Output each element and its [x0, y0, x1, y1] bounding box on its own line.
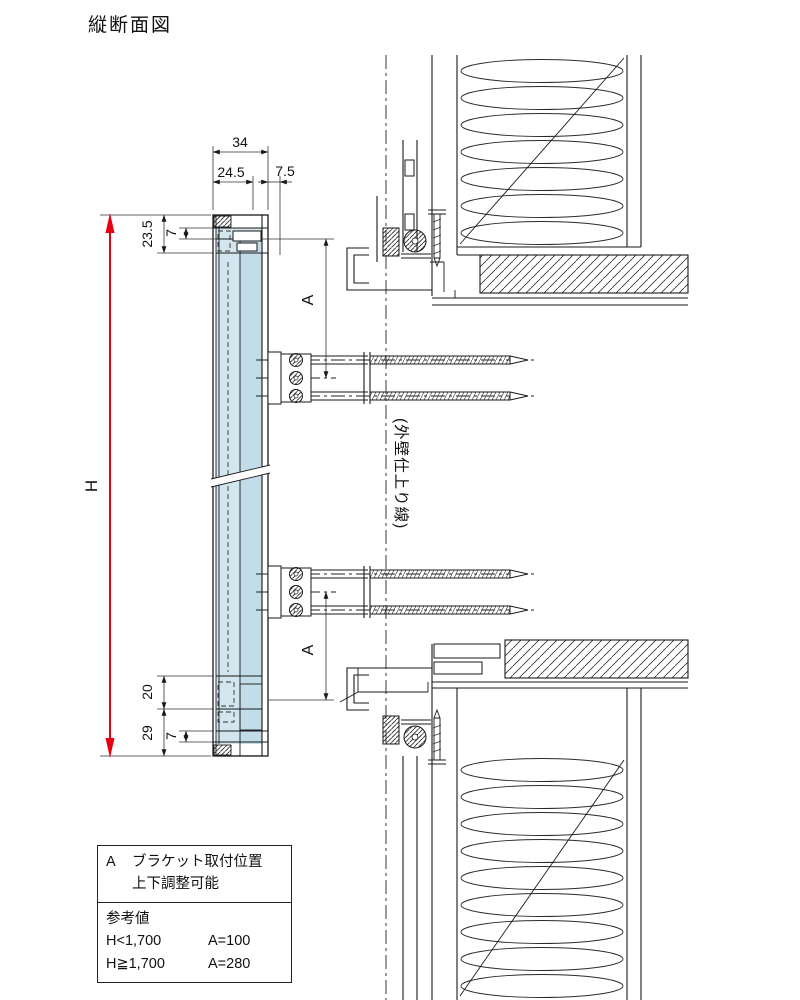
legend-line-2: 上下調整可能 [132, 876, 219, 893]
height-arrow-head-bottom [105, 738, 115, 758]
vertical-screw-top [428, 209, 446, 268]
legend-line-1: A ブラケット取付位置 [106, 851, 283, 873]
brace-top [459, 57, 625, 245]
packing-block-bottom [382, 715, 400, 745]
wall-structure-top [376, 55, 689, 306]
dimensions: 34 24.5 7.5 23.5 7 20 29 7 A A [100, 134, 334, 757]
dim-bracket-top: A [300, 294, 317, 305]
vertical-screw-bottom [428, 708, 446, 765]
dim-bottom-c: 7 [163, 732, 179, 740]
legend-table: A ブラケット取付位置 上下調整可能 参考値 H<1,700 A=100 H≧1,… [97, 845, 292, 984]
panel-fill-dark [240, 232, 262, 756]
reference-row: H<1,700 A=100 [106, 930, 283, 952]
legend-section-bracket: A ブラケット取付位置 上下調整可能 [98, 846, 291, 902]
channel-bracket-bottom [346, 667, 369, 711]
channel-bracket-top [346, 247, 369, 291]
screw-tip [509, 391, 529, 401]
head-cap-hatch [213, 215, 232, 228]
dim-width-left: 24.5 [217, 164, 244, 180]
reference-value: A=100 [208, 933, 251, 950]
dim-height: H [82, 480, 101, 492]
reference-condition: H≧1,700 [106, 955, 165, 972]
insulation-top [460, 59, 624, 245]
mounting-bracket-top [256, 351, 534, 405]
beam-top [479, 254, 689, 294]
sill-flashing-lines [339, 667, 432, 703]
shutter-box-panel [210, 214, 271, 757]
brace-bottom [459, 759, 625, 997]
page-title: 縦断面図 [88, 15, 173, 36]
screw-tip [509, 355, 529, 365]
beam-bottom [504, 639, 689, 679]
dim-top-a: 23.5 [139, 220, 155, 247]
wall-structure-bottom [402, 639, 689, 1000]
legend-text-1: ブラケット取付位置 [132, 854, 263, 870]
mounting-bracket-bottom [255, 565, 535, 619]
reference-title: 参考値 [106, 910, 150, 927]
sill-flashing-detail [339, 643, 501, 765]
dim-width-total: 34 [232, 134, 248, 150]
wall-finish-centerline: (外壁仕上り線) [385, 55, 410, 1000]
insulation-bottom [460, 758, 624, 998]
legend-key: A [106, 854, 116, 870]
packing-block-top [382, 227, 400, 257]
dim-bottom-a: 20 [139, 684, 155, 700]
legend-section-reference: 参考値 H<1,700 A=100 H≧1,700 A=280 [98, 901, 291, 982]
dim-bottom-b: 29 [139, 725, 155, 741]
flashing-lines-top [369, 261, 456, 298]
bottom-cap-hatch [213, 744, 232, 756]
bracket-plate [267, 351, 282, 405]
height-dimension: H [82, 213, 115, 758]
head-flashing-detail [346, 209, 456, 298]
break-mark [211, 465, 270, 487]
reference-value: A=280 [208, 955, 251, 972]
reference-condition: H<1,700 [106, 933, 162, 950]
height-arrow-head-top [105, 213, 115, 233]
reference-row: H≧1,700 A=280 [106, 953, 283, 975]
screw-shaft [369, 355, 511, 365]
dim-width-right: 7.5 [275, 163, 295, 179]
dim-bracket-bottom: A [300, 644, 317, 655]
wall-finish-line-label: (外壁仕上り線) [392, 418, 410, 529]
dim-top-b: 7 [163, 229, 179, 237]
screw-shaft [369, 391, 511, 401]
